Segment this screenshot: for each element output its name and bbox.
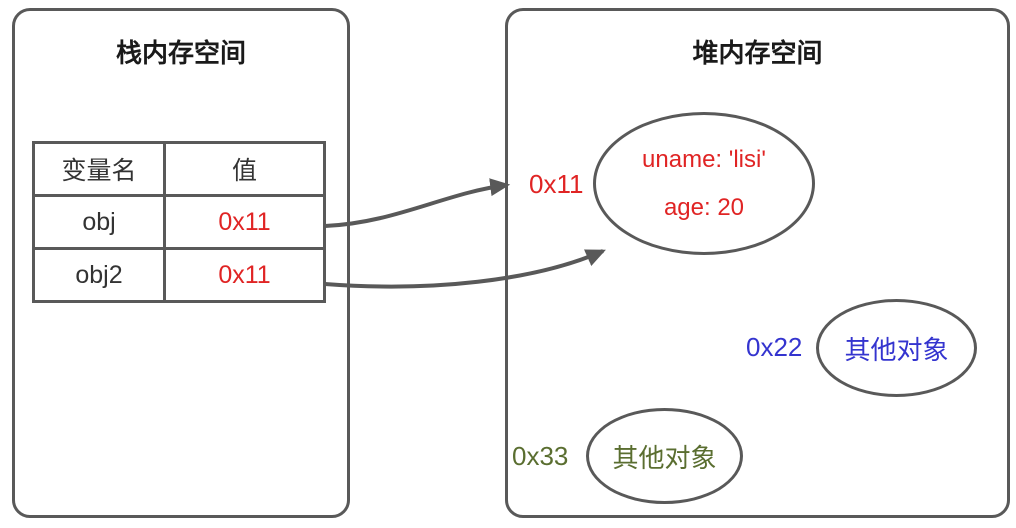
heap-address-0x33: 0x33	[512, 441, 569, 471]
variables-table: 变量名 值 obj 0x11 obj2 0x11	[32, 141, 326, 303]
heap-object-lisi-ellipse: uname: 'lisi' age: 20	[593, 112, 815, 255]
stack-panel-title: 栈内存空间	[115, 38, 246, 68]
variable-name-cell: obj2	[32, 247, 166, 303]
table-header-variable-name: 变量名	[32, 141, 166, 197]
heap-object-other2-ellipse: 其他对象	[586, 408, 743, 504]
heap-address-0x11: 0x11	[529, 169, 584, 199]
table-row: obj2 0x11	[32, 247, 326, 303]
heap-object-other2-label: 其他对象	[612, 442, 717, 473]
variable-value-cell: 0x11	[163, 194, 326, 250]
table-header-row: 变量名 值	[32, 141, 326, 197]
heap-object-other1-ellipse: 其他对象	[816, 299, 977, 397]
variable-value-cell: 0x11	[163, 247, 326, 303]
variable-name-cell: obj	[32, 194, 166, 250]
heap-panel: 堆内存空间	[505, 8, 1010, 518]
heap-object-lisi-uname: uname: 'lisi'	[642, 145, 766, 173]
heap-panel-title: 堆内存空间	[692, 38, 823, 68]
table-row: obj 0x11	[32, 194, 326, 250]
table-header-value: 值	[163, 141, 326, 197]
heap-object-lisi-age: age: 20	[663, 193, 745, 221]
heap-address-0x22: 0x22	[746, 332, 803, 362]
heap-object-other1-label: 其他对象	[844, 334, 949, 365]
arrow-obj-to-0x11	[324, 178, 511, 228]
